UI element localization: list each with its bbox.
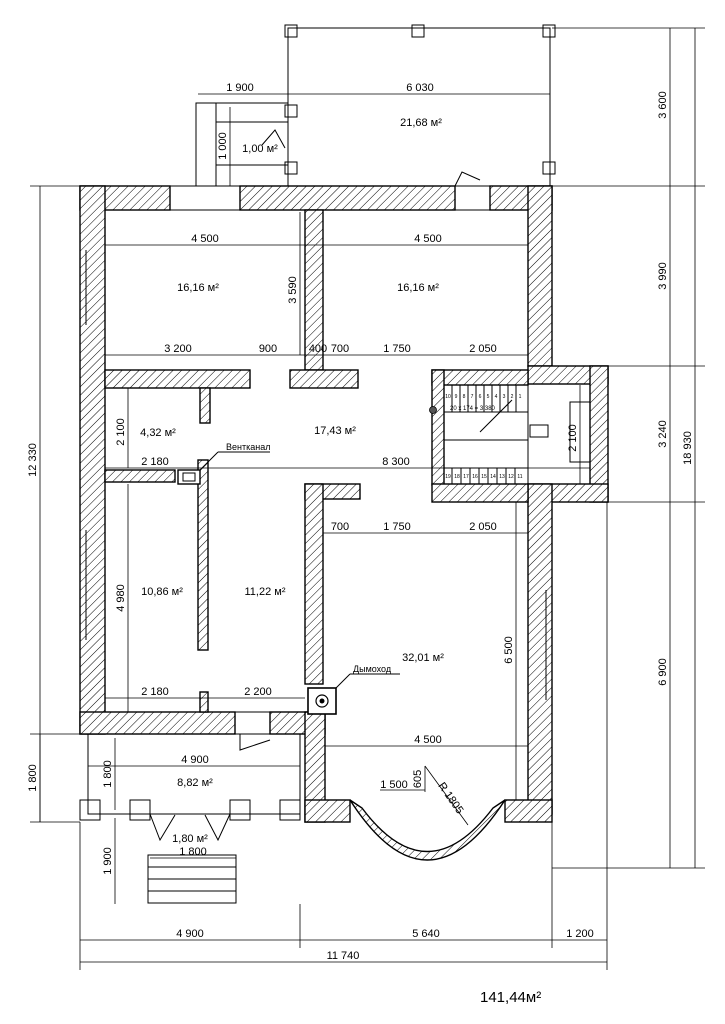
stair-step-number: 11 bbox=[517, 474, 522, 480]
dim-text: 18 930 bbox=[682, 431, 694, 465]
stair-step-number: 8 bbox=[463, 394, 466, 400]
stair-step-number: 10 bbox=[445, 394, 451, 400]
stair-step-number: 1 bbox=[519, 394, 522, 400]
dim-text: 4 900 bbox=[176, 928, 204, 940]
stair-step-number: 15 bbox=[481, 474, 487, 480]
dim-text: 2 050 bbox=[469, 521, 497, 533]
dim-text: 4 500 bbox=[191, 233, 219, 245]
room-area: 8,82 м² bbox=[177, 777, 213, 789]
stair-step-number: 4 bbox=[495, 394, 498, 400]
stair-formula: 20 x 174 = 3 380 bbox=[450, 406, 496, 412]
dim-text: 6 900 bbox=[657, 658, 669, 686]
annotations: Вентканал Дымоход 20 x 174 = 3 380 141,4… bbox=[226, 406, 541, 1006]
dim-text: 700 bbox=[331, 521, 349, 533]
dim-text: 6 030 bbox=[406, 82, 434, 94]
stair-step-number: 14 bbox=[490, 474, 496, 480]
dim-text: 2 100 bbox=[115, 418, 127, 446]
dim-text: 1 750 bbox=[383, 521, 411, 533]
dim-text: 4 980 bbox=[115, 584, 127, 612]
dim-text: 1 900 bbox=[226, 82, 254, 94]
dim-text: 1 200 bbox=[566, 928, 594, 940]
dim-text: 3 990 bbox=[657, 262, 669, 290]
dim-text: 605 bbox=[412, 770, 424, 788]
stair-step-number: 9 bbox=[455, 394, 458, 400]
dim-text: 2 100 bbox=[567, 424, 579, 452]
dim-text: 700 bbox=[331, 343, 349, 355]
dim-text: 6 500 bbox=[503, 636, 515, 664]
dim-text: 1 800 bbox=[179, 846, 207, 858]
dim-text: 2 180 bbox=[141, 686, 169, 698]
chimney bbox=[307, 673, 400, 715]
dim-text: 4 900 bbox=[181, 754, 209, 766]
room-area: 21,68 м² bbox=[400, 117, 442, 129]
stair-step-number: 12 bbox=[508, 474, 514, 480]
stair-step-number: 6 bbox=[479, 394, 482, 400]
stair-step-number: 16 bbox=[472, 474, 478, 480]
room-area: 4,32 м² bbox=[140, 427, 176, 439]
dimension-lines bbox=[30, 27, 705, 970]
dimension-labels: 1 900 6 030 1 000 3 600 3 990 3 240 6 90… bbox=[27, 82, 694, 962]
dim-text: 1 750 bbox=[383, 343, 411, 355]
room-area: 17,43 м² bbox=[314, 425, 356, 437]
total-area: 141,44м² bbox=[480, 989, 541, 1006]
dim-text: 1 900 bbox=[102, 847, 114, 875]
dim-text: 2 180 bbox=[141, 456, 169, 468]
stair-step-number: 5 bbox=[487, 394, 490, 400]
stair-step-number: 3 bbox=[503, 394, 506, 400]
chimney-label: Дымоход bbox=[353, 664, 392, 674]
room-area-labels: 21,68 м² 1,00 м² 16,16 м² 16,16 м² 17,43… bbox=[140, 117, 444, 845]
stair-step-number: 2 bbox=[511, 394, 514, 400]
stair-step-number: 7 bbox=[471, 394, 474, 400]
room-area: 11,22 м² bbox=[245, 586, 286, 598]
dim-text: 8 300 bbox=[382, 456, 410, 468]
vent-shaft bbox=[177, 451, 270, 485]
dim-text: 900 bbox=[259, 343, 277, 355]
dim-text: 3 600 bbox=[657, 91, 669, 119]
dim-text: 11 740 bbox=[327, 950, 360, 962]
dim-text: 5 640 bbox=[412, 928, 440, 940]
room-area: 1,00 м² bbox=[242, 143, 278, 155]
dim-text: R 1805 bbox=[435, 780, 465, 816]
vent-label: Вентканал bbox=[226, 442, 270, 452]
dim-text: 4 500 bbox=[414, 734, 442, 746]
dim-text: 1 500 bbox=[380, 779, 408, 791]
dim-text: 2 050 bbox=[469, 343, 497, 355]
interior-walls bbox=[104, 209, 529, 713]
dim-text: 3 240 bbox=[657, 420, 669, 448]
dim-text: 3 590 bbox=[287, 276, 299, 304]
dim-text: 1 000 bbox=[217, 132, 229, 160]
stair-step-number: 18 bbox=[454, 474, 460, 480]
top-porch bbox=[195, 24, 556, 187]
dim-text: 3 200 bbox=[164, 343, 192, 355]
staircase bbox=[429, 384, 591, 485]
dim-text: 4 500 bbox=[414, 233, 442, 245]
room-area: 32,01 м² bbox=[402, 652, 444, 664]
dim-text: 400 bbox=[309, 343, 327, 355]
dim-text: 1 800 bbox=[27, 764, 39, 792]
room-area: 1,80 м² bbox=[172, 833, 208, 845]
dim-text: 12 330 bbox=[27, 443, 39, 477]
dim-text: 1 800 bbox=[102, 760, 114, 788]
terrace bbox=[79, 733, 301, 904]
room-area: 10,86 м² bbox=[141, 586, 183, 598]
room-area: 16,16 м² bbox=[177, 282, 219, 294]
stair-step-number: 19 bbox=[445, 474, 451, 480]
room-area: 16,16 м² bbox=[397, 282, 439, 294]
dim-text: 2 200 bbox=[244, 686, 272, 698]
stair-step-number: 17 bbox=[463, 474, 469, 480]
stair-step-number: 13 bbox=[499, 474, 505, 480]
